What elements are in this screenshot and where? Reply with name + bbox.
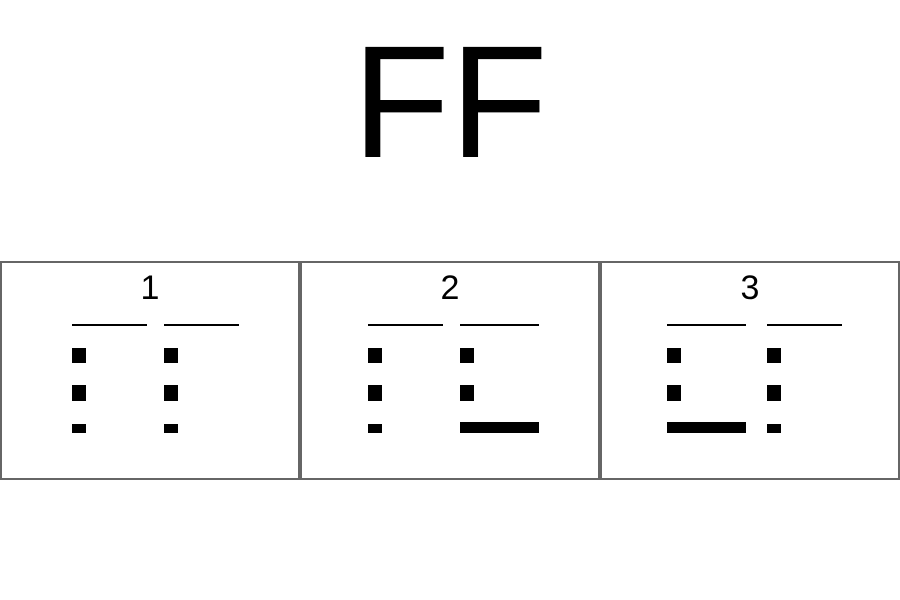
bottom-bar-left — [667, 422, 746, 433]
dot-left-1 — [72, 348, 86, 363]
dot-left-3 — [72, 424, 86, 433]
title-text: FF — [352, 12, 548, 191]
bottom-bar-right — [460, 422, 539, 433]
option-number: 3 — [740, 269, 760, 307]
top-line-left — [667, 324, 746, 326]
dot-left-2 — [667, 385, 681, 401]
option-panel-3[interactable]: 3 — [600, 261, 900, 480]
top-line-right — [767, 324, 842, 326]
option-panel-2[interactable]: 2 — [300, 261, 600, 480]
dot-right-3 — [767, 424, 781, 433]
dot-right-2 — [164, 385, 178, 401]
dot-left-3 — [368, 424, 382, 433]
dot-left-2 — [72, 385, 86, 401]
option-number: 2 — [440, 269, 460, 307]
option-panel-1[interactable]: 1 — [0, 261, 300, 480]
option-number: 1 — [140, 269, 160, 307]
top-line-right — [164, 324, 239, 326]
dot-left-1 — [667, 348, 681, 363]
dot-right-1 — [164, 348, 178, 363]
dot-right-2 — [460, 385, 474, 401]
top-line-left — [368, 324, 443, 326]
options-row: 1 2 3 — [0, 261, 900, 480]
dot-right-3 — [164, 424, 178, 433]
dot-left-1 — [368, 348, 382, 363]
top-line-left — [72, 324, 147, 326]
dot-right-1 — [460, 348, 474, 363]
top-line-right — [460, 324, 539, 326]
dot-right-2 — [767, 385, 781, 401]
dot-left-2 — [368, 385, 382, 401]
dot-right-1 — [767, 348, 781, 363]
